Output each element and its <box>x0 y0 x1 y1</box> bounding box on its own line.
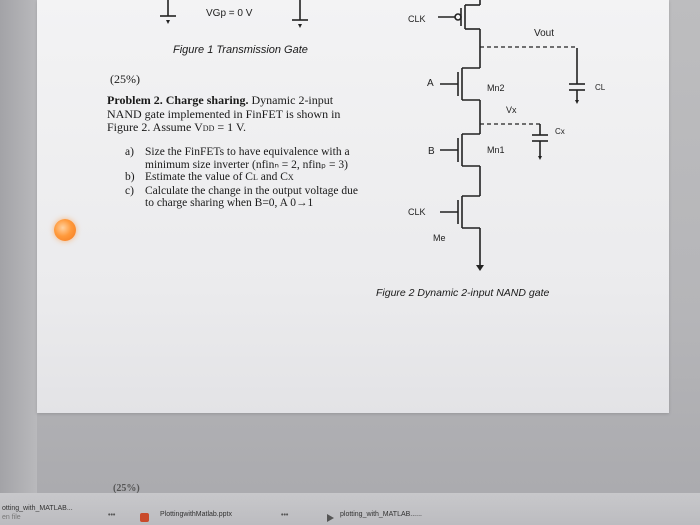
powerpoint-icon <box>140 513 149 522</box>
ellipsis-icon: ••• <box>281 512 289 519</box>
a-input-label: A <box>427 78 434 89</box>
list-item: c) Calculate the change in the output vo… <box>125 185 395 210</box>
figure-1-caption: Figure 1 Transmission Gate <box>173 44 308 56</box>
cx-label: Cx <box>555 127 565 136</box>
record-indicator-icon <box>54 219 76 241</box>
item-a-line-2: minimum size inverter (nfinₙ = 2, nfinₚ … <box>145 158 348 171</box>
vdd-subscript: DD <box>202 124 215 133</box>
item-text: Size the FinFETs to have equivalence wit… <box>145 146 350 171</box>
mn1-label: Mn1 <box>487 145 505 155</box>
item-marker: b) <box>125 171 135 183</box>
problem-items: a) Size the FinFETs to have equivalence … <box>125 146 395 210</box>
play-icon <box>327 514 334 522</box>
next-problem-weight-partial: (25%) <box>113 483 140 494</box>
mn2-label: Mn2 <box>487 83 505 93</box>
taskbar-item-pptx[interactable]: PlottingwithMatlab.pptx <box>160 511 232 518</box>
clk-top-label: CLK <box>408 14 426 24</box>
vgp-label: VGp = 0 V <box>206 8 253 19</box>
problem-title: Problem 2. Charge sharing. <box>107 93 249 107</box>
cl-subscript: L <box>252 173 258 182</box>
cx-subscript: X <box>287 173 294 182</box>
vout-label: Vout <box>534 28 555 39</box>
item-marker: a) <box>125 146 134 158</box>
problem-line-3-end: = 1 V. <box>214 120 247 134</box>
taskbar <box>0 493 700 525</box>
item-b-mid: and C <box>257 171 288 183</box>
list-item: b) Estimate the value of CL and CX <box>125 171 395 185</box>
left-background-strip <box>0 0 37 525</box>
item-b-line-1: Estimate the value of C <box>145 171 253 183</box>
clk-bottom-label: CLK <box>408 207 426 217</box>
document-page <box>37 0 669 413</box>
item-c-line-1: Calculate the change in the output volta… <box>145 184 358 197</box>
vx-label: Vx <box>506 105 517 115</box>
item-a-line-1: Size the FinFETs to have equivalence wit… <box>145 146 350 158</box>
problem-line-2: NAND gate implemented in FinFET is shown… <box>107 106 341 121</box>
problem-line-3: Figure 2. Assume V <box>107 120 203 134</box>
item-text: Estimate the value of CL and CX <box>145 171 294 185</box>
list-item: a) Size the FinFETs to have equivalence … <box>125 146 395 171</box>
taskbar-item-matlab-file[interactable]: otting_with_MATLAB... <box>2 505 73 512</box>
item-c-line-2: to charge sharing when B=0, A 0→1 <box>145 197 314 209</box>
problem-intro: Problem 2. Charge sharing. Dynamic 2-inp… <box>107 93 397 136</box>
item-marker: c) <box>125 184 134 197</box>
cl-label: CL <box>595 83 606 92</box>
item-text: Calculate the change in the output volta… <box>145 185 358 210</box>
problem-weight: (25%) <box>110 72 140 86</box>
taskbar-item-open-file[interactable]: en file <box>2 514 21 521</box>
taskbar-item-matlab-folder[interactable]: plotting_with_MATLAB...... <box>340 511 422 518</box>
b-input-label: B <box>428 146 435 157</box>
me-label: Me <box>433 233 446 243</box>
problem-intro-rest: Dynamic 2-input <box>248 93 334 107</box>
figure-2-caption: Figure 2 Dynamic 2-input NAND gate <box>376 287 550 299</box>
ellipsis-icon: ••• <box>108 512 116 519</box>
